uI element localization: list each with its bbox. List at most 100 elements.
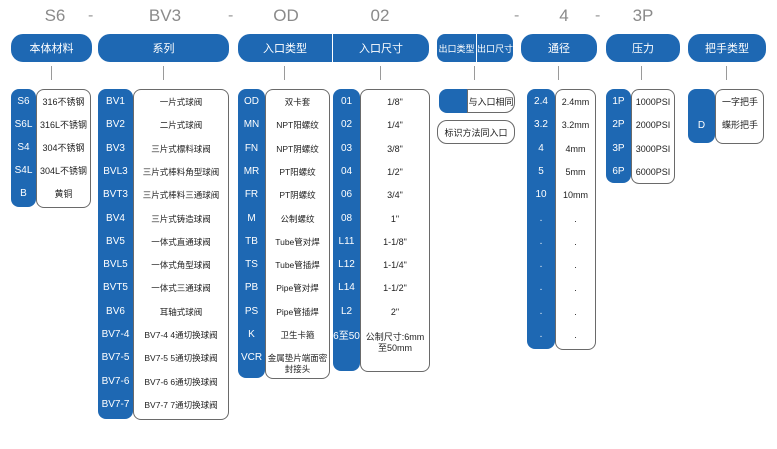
handle-code: D (697, 120, 706, 131)
series-value: 三片式棒料三通球阀 (142, 190, 220, 201)
series-value: 三片式標料球阀 (151, 143, 211, 154)
pressure-code-column (606, 89, 631, 183)
series-value: 一片式球阀 (159, 97, 203, 107)
header-series: 系列 (98, 34, 229, 62)
code-material: S6 (44, 6, 66, 25)
series-value: BV7-7 7通切换球阀 (144, 399, 218, 410)
pressure-value: 2000PSI (635, 120, 671, 131)
separator-dash: - (88, 7, 94, 24)
inlet-size-code: L14 (338, 282, 355, 294)
pressure-code: 6P (612, 165, 625, 177)
inlet-size-code: 02 (340, 119, 353, 131)
inlet-type-code: TS (245, 259, 258, 271)
bore-code: 3.2 (534, 119, 548, 131)
series-code: BV7-6 (101, 375, 130, 387)
inlet-size-value: 公制尺寸:6mm至50mm (365, 332, 425, 353)
inlet-size-code: 08 (340, 212, 353, 224)
inlet-type-value: 公制螺纹 (280, 213, 315, 224)
bore-value: 5mm (565, 166, 586, 177)
inlet-size-value: 2" (390, 306, 400, 317)
bore-code: . (539, 305, 543, 317)
inlet-type-value: NPT阳螺纹 (276, 120, 319, 131)
inlet-type-code: VCR (240, 352, 263, 364)
pressure-code: 2P (612, 119, 625, 131)
inlet-type-code: TB (245, 235, 258, 247)
code-inlet-type: OD (273, 6, 299, 25)
material-value: 304不锈钢 (42, 143, 85, 153)
header-outlet-size: 出口尺寸 (477, 34, 513, 62)
handle-value-column (715, 89, 764, 144)
code-pressure: 3P (632, 6, 654, 25)
separator-dash: - (228, 7, 234, 24)
inlet-size-code-column (333, 89, 360, 371)
series-value: BV7-6 6通切换球阀 (144, 376, 218, 387)
series-code: BV1 (106, 96, 125, 107)
bore-value: . (574, 306, 577, 317)
series-code: BVT3 (102, 189, 128, 201)
inlet-size-code: 03 (340, 142, 353, 154)
series-code: BV7-7 (101, 398, 130, 410)
series-value: 一体式角型球阀 (151, 260, 211, 271)
inlet-type-value: Pipe管对焊 (276, 283, 319, 294)
series-value: BV7-4 4通切换球阀 (144, 330, 218, 340)
inlet-type-code: PS (244, 305, 259, 317)
inlet-type-value-column (265, 89, 330, 379)
series-code: BV5 (106, 235, 125, 247)
outlet-code-box (439, 89, 469, 113)
pressure-value: 3000PSI (635, 143, 671, 154)
bore-value: . (574, 283, 577, 294)
bore-code-column (527, 89, 555, 349)
inlet-size-code: L2 (340, 305, 353, 317)
bore-value: . (574, 213, 577, 224)
header-inlet-type: 入口类型 (238, 34, 332, 62)
connector-line (284, 66, 285, 80)
bore-value: . (574, 236, 577, 247)
inlet-size-code: 06 (340, 189, 353, 201)
series-code: BVL3 (103, 165, 128, 177)
outlet-mark-text: 标识方法同入口 (444, 127, 508, 138)
connector-line (474, 66, 475, 80)
inlet-type-code-column (238, 89, 265, 378)
inlet-size-value: 1/8" (387, 97, 403, 107)
inlet-type-value: 双卡套 (284, 97, 311, 107)
outlet-mark-pill: 标识方法同入口 (437, 120, 515, 144)
inlet-size-code: 04 (340, 165, 353, 177)
connector-line (726, 66, 727, 80)
pressure-code: 3P (612, 142, 625, 154)
connector-line (558, 66, 559, 80)
material-value: 黄铜 (54, 189, 73, 199)
series-code: BV7-4 (101, 329, 130, 340)
inlet-size-code: L11 (338, 235, 355, 247)
bore-code: 2.4 (534, 96, 548, 107)
code-inlet-size: 02 (370, 6, 390, 25)
material-value: 304L不锈钢 (39, 166, 88, 176)
bore-value: 10mm (562, 190, 588, 201)
series-value: 一体式三通球阀 (151, 283, 211, 294)
series-code: BV2 (106, 119, 125, 131)
series-code: BV4 (106, 212, 125, 224)
bore-code: . (539, 329, 543, 340)
bore-value: 2.4mm (561, 97, 590, 107)
series-value: 三片式铸造球阀 (151, 213, 211, 224)
inlet-size-value: 1/4" (387, 120, 403, 131)
inlet-size-value: 1-1/2" (383, 283, 407, 294)
series-value: BV7-5 5通切换球阀 (144, 353, 218, 364)
separator-dash: - (514, 7, 520, 24)
header-handle-type: 把手类型 (688, 34, 766, 62)
bore-code: . (539, 259, 543, 271)
inlet-type-value: 卫生卡箍 (280, 330, 315, 340)
material-value: 316不锈钢 (42, 97, 85, 107)
series-value-column (133, 89, 229, 420)
bore-value: . (574, 260, 577, 271)
header-pressure: 压力 (606, 34, 680, 62)
inlet-type-code: MR (243, 165, 260, 177)
connector-line (641, 66, 642, 80)
bore-code: . (539, 212, 543, 224)
bore-code: 5 (538, 165, 544, 177)
inlet-type-value: PT阳螺纹 (279, 166, 316, 177)
inlet-type-code: PB (244, 282, 259, 294)
series-code-column (98, 89, 133, 419)
pressure-value: 6000PSI (635, 166, 671, 177)
series-value: 耳轴式球阀 (159, 306, 203, 317)
inlet-size-value: 3/4" (387, 190, 403, 201)
